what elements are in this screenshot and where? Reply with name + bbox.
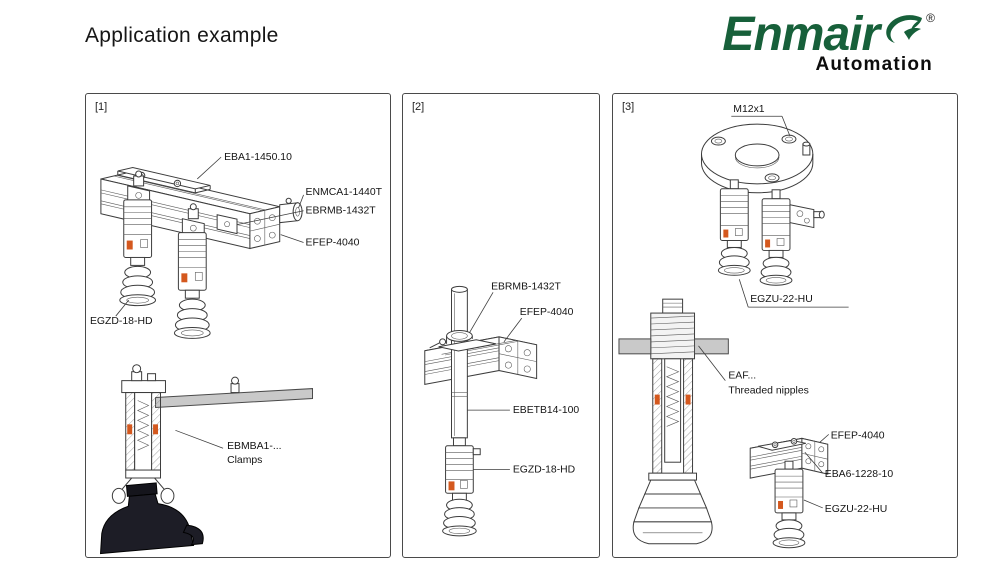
label-thread: M12x1: [733, 104, 764, 115]
p1-gripper-a: [119, 170, 157, 307]
p1-indicator-a: [126, 240, 133, 250]
panel-1-id: [1]: [95, 101, 108, 113]
p3-indicator-c: [654, 394, 660, 405]
label-gripper-top: EGZU-22-HU: [750, 294, 813, 305]
p3-gripper-left: [717, 179, 751, 276]
label-clamp-series: EBMBA1-...: [227, 441, 281, 452]
label-profile: EFEP-4040: [306, 238, 360, 249]
p1-indicator-d: [153, 424, 159, 435]
p3-callouts-top: M12x1 EGZU-22-HU: [731, 104, 849, 308]
label-gripper: EGZD-18-HD: [513, 465, 575, 476]
p1-section-view: [99, 364, 314, 555]
p3-gripper-bottom: [772, 460, 806, 549]
label-gripper: EGZD-18-HD: [90, 316, 153, 327]
panel-2-id: [2]: [412, 101, 425, 113]
p1-callouts-bottom: EBMBA1-... Clamps: [175, 429, 282, 466]
p3-callouts-bottom: EFEP-4040 EBA6-1228-10 EGZU-22-HU: [803, 430, 894, 515]
panel-1: [1]: [85, 93, 391, 558]
p3-callouts-nipple: EAF... Threaded nipples: [698, 345, 809, 397]
p1-bottle: [99, 482, 204, 555]
panel-2-diagram: EBRMB-1432T EFEP-4040 EBETB14-100 EGZD-1…: [424, 281, 580, 537]
p3-indicator-left: [723, 229, 729, 238]
label-gripper-bottom: EGZU-22-HU: [825, 504, 888, 515]
panel-2: [2]: [402, 93, 600, 558]
brand-subtitle: Automation: [815, 53, 933, 75]
p2-indicator: [448, 481, 455, 491]
panel-3-diagram: M12x1 EGZU-22-HU: [618, 104, 894, 549]
label-mount-plate: EBA6-1228-10: [825, 469, 894, 480]
label-clamp-cylinder: ENMCA1-1440T: [306, 187, 383, 198]
p2-tube: [451, 285, 468, 439]
label-tube: EBETB14-100: [513, 405, 580, 416]
p1-indicator-c: [127, 424, 133, 435]
label-nipple-caption: Threaded nipples: [728, 386, 809, 397]
brand-name: Enmair: [722, 8, 880, 61]
label-profile: EFEP-4040: [520, 307, 574, 318]
p1-cross-clamp: [216, 214, 238, 235]
label-cross-clamp: EBRMB-1432T: [491, 281, 561, 292]
label-plate: EBA1-1450.10: [224, 152, 292, 163]
page-title: Application example: [85, 24, 279, 47]
p3-clamp-bracket: [789, 204, 825, 229]
brand-logo-row: Enmair ®: [722, 8, 935, 61]
p3-indicator-right: [765, 239, 771, 248]
panel-1-diagram: EBA1-1450.10 ENMCA1-1440T EBRMB-1432T EF…: [90, 152, 383, 555]
label-cross-clamp: EBRMB-1432T: [306, 206, 377, 217]
p3-indicator-d: [685, 394, 691, 405]
p1-indicator-b: [181, 273, 188, 283]
p2-callouts: EBRMB-1432T EFEP-4040 EBETB14-100 EGZD-1…: [467, 281, 580, 476]
p1-gripper-b: [173, 203, 211, 339]
label-profile: EFEP-4040: [831, 430, 885, 441]
p2-cross-clamp: [429, 329, 497, 352]
p3-indicator-bottom: [778, 500, 784, 509]
bird-swoosh-icon: [886, 15, 923, 43]
label-clamp-caption: Clamps: [227, 455, 262, 466]
p2-gripper: [442, 437, 481, 537]
p1-clamp-cylinder: [279, 197, 303, 224]
p1-callouts-top: EBA1-1450.10 ENMCA1-1440T EBRMB-1432T EF…: [90, 152, 383, 327]
p3-section-view: [618, 298, 729, 545]
panel-3-id: [3]: [622, 101, 635, 113]
brand-logo: Enmair ® Automation: [722, 8, 935, 76]
panel-3: [3]: [612, 93, 958, 558]
label-nipple-series: EAF...: [728, 371, 756, 382]
p3-flange: [700, 123, 814, 194]
p3-gripper-right: [759, 189, 793, 286]
registered-mark: ®: [926, 11, 935, 25]
